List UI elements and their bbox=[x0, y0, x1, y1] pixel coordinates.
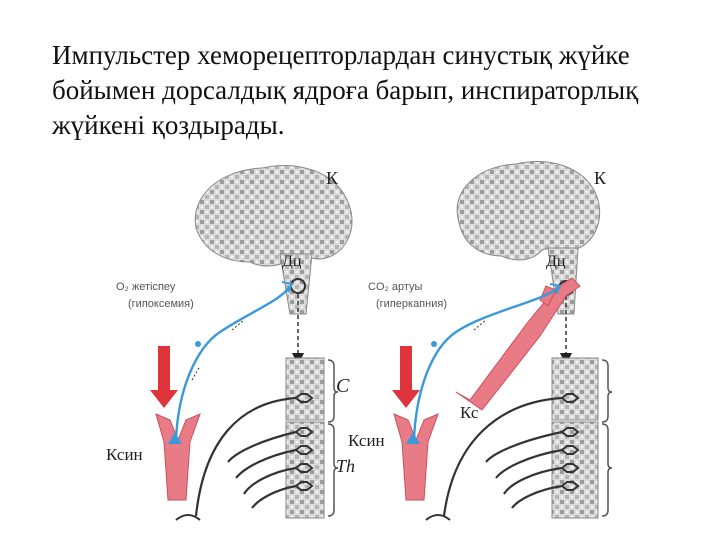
title-line-3: жүйкені қоздырады. bbox=[52, 110, 285, 140]
slide-title: Импульстер хеморецепторлардан синустық ж… bbox=[52, 38, 702, 143]
right-thoracic-bracket bbox=[601, 423, 613, 517]
left-brainstem bbox=[279, 253, 313, 315]
right-figure: К Дц Кс bbox=[348, 161, 613, 521]
left-cervical-bracket bbox=[327, 359, 339, 423]
left-brain-label: К bbox=[326, 168, 339, 188]
right-nucleus-label: Дц bbox=[546, 253, 566, 270]
right-impulse-arrow bbox=[473, 319, 487, 331]
left-thoracic-label: Th bbox=[336, 456, 355, 476]
left-impulse-arrow-2 bbox=[231, 319, 245, 331]
left-figure: К Дц C Th bbox=[106, 165, 355, 521]
right-carotid-vessel bbox=[393, 413, 439, 501]
right-stimulus-line2: (гиперкапния) bbox=[376, 298, 447, 310]
title-line-2: бойымен дорсалдық ядроға барып, инспират… bbox=[52, 75, 639, 105]
left-nucleus-label: Дц bbox=[282, 253, 302, 270]
right-sinus-nerve bbox=[412, 287, 559, 441]
right-sinus-label: Ксин bbox=[348, 431, 385, 450]
left-cervical-label: C bbox=[336, 375, 350, 397]
right-diaphragm-foot bbox=[425, 514, 451, 521]
left-nerve-ganglion bbox=[195, 341, 201, 347]
right-brain-label: К bbox=[594, 168, 607, 188]
left-nerve-arrowhead bbox=[281, 281, 294, 293]
right-stimulus-line1: CO₂ артуы bbox=[368, 281, 422, 293]
right-stimulus-arrow bbox=[392, 346, 420, 408]
left-motor-nerves bbox=[194, 396, 297, 517]
left-carotid-vessel bbox=[155, 413, 201, 501]
left-impulse-arrow-1 bbox=[191, 365, 201, 381]
left-stimulus-line2: (гипоксемия) bbox=[128, 298, 194, 310]
title-line-1: Импульстер хеморецепторлардан синустық ж… bbox=[52, 40, 630, 70]
right-nerve-ganglion bbox=[431, 341, 437, 347]
left-thoracic-bracket bbox=[327, 423, 339, 517]
right-brain bbox=[456, 161, 601, 261]
right-spine-cervical bbox=[551, 357, 599, 421]
left-stimulus-arrow bbox=[150, 346, 178, 408]
right-vessel-label: Кс bbox=[460, 403, 479, 422]
right-motor-nerves bbox=[442, 396, 563, 517]
right-cerebral-vessel bbox=[455, 277, 581, 411]
left-sinus-label: Ксин bbox=[106, 445, 143, 464]
left-spine-cervical bbox=[285, 357, 325, 421]
left-diaphragm-foot bbox=[175, 514, 201, 521]
left-brain bbox=[194, 165, 353, 267]
left-spine-thoracic bbox=[285, 421, 325, 519]
right-nerve-arrowhead bbox=[549, 283, 562, 295]
left-stimulus-line1: O₂ жетіспеу bbox=[116, 281, 176, 293]
right-cervical-bracket bbox=[601, 359, 613, 423]
right-spinal-neurons bbox=[560, 393, 580, 491]
left-sinus-nerve bbox=[174, 285, 292, 441]
left-spinal-neurons bbox=[294, 393, 314, 491]
